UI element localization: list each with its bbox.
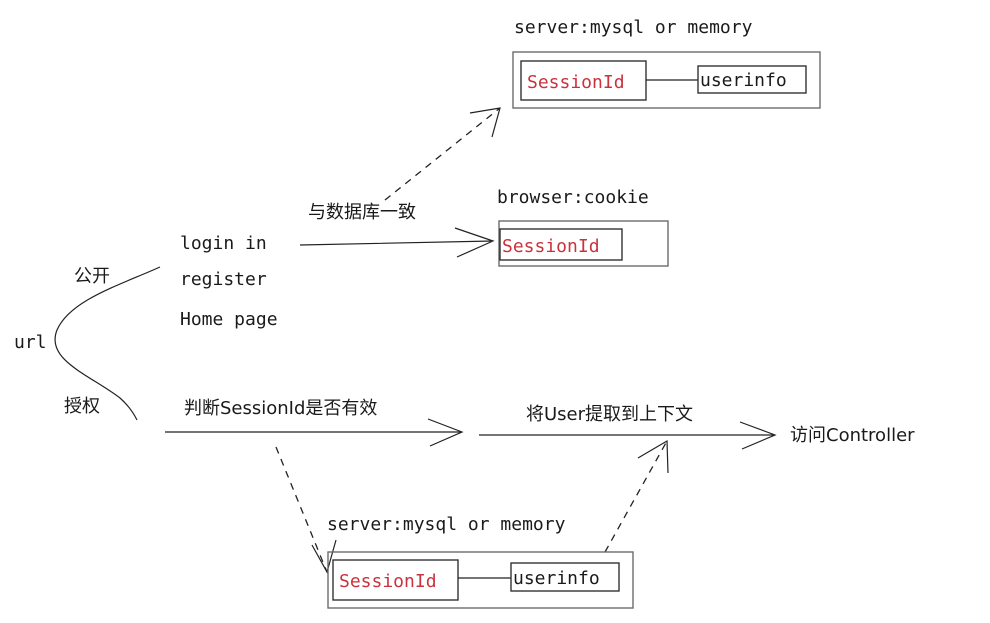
check-session-arrow — [165, 418, 464, 447]
browser-box — [498, 220, 669, 267]
put-user-context-label: 将User提取到上下文 — [526, 404, 693, 425]
consistent-with-db-label: 与数据库一致 — [308, 202, 416, 223]
dashed-arrow-to-top-server — [384, 107, 501, 201]
top-session-id-text: SessionId — [527, 72, 625, 93]
dashed-arrow-to-bottom-server — [275, 446, 328, 573]
url-branch-curve — [54, 266, 161, 421]
auth-label: 授权 — [64, 396, 100, 417]
bottom-server-title: server:mysql or memory — [327, 514, 566, 535]
browser-session-id-box — [499, 228, 623, 261]
top-userinfo-box — [697, 65, 807, 94]
top-server-box — [512, 51, 821, 109]
home-page-label: Home page — [180, 309, 278, 330]
browser-title: browser:cookie — [497, 187, 649, 208]
top-userinfo-text: userinfo — [700, 70, 787, 91]
dashed-arrow-to-bottom-server-head — [311, 539, 337, 574]
bottom-userinfo-box — [510, 562, 620, 592]
bottom-userinfo-text: userinfo — [513, 568, 600, 589]
login-label: login in — [180, 233, 267, 254]
bottom-session-id-box — [332, 559, 459, 601]
public-label: 公开 — [74, 266, 110, 287]
to-controller-arrow — [479, 421, 777, 450]
dashed-arrow-from-bottom-server-head — [637, 439, 669, 474]
bottom-session-id-text: SessionId — [339, 571, 437, 592]
login-to-cookie-arrow — [299, 227, 495, 258]
check-session-label: 判断SessionId是否有效 — [184, 398, 377, 419]
dashed-arrow-to-top-server-head — [469, 107, 501, 138]
top-server-title: server:mysql or memory — [514, 17, 753, 38]
access-controller-label: 访问Controller — [790, 425, 915, 446]
bottom-server-box — [327, 551, 634, 609]
register-label: register — [180, 269, 267, 290]
url-label: url — [14, 332, 47, 353]
dashed-arrow-from-bottom-server — [604, 440, 668, 553]
browser-session-id-text: SessionId — [502, 236, 600, 257]
